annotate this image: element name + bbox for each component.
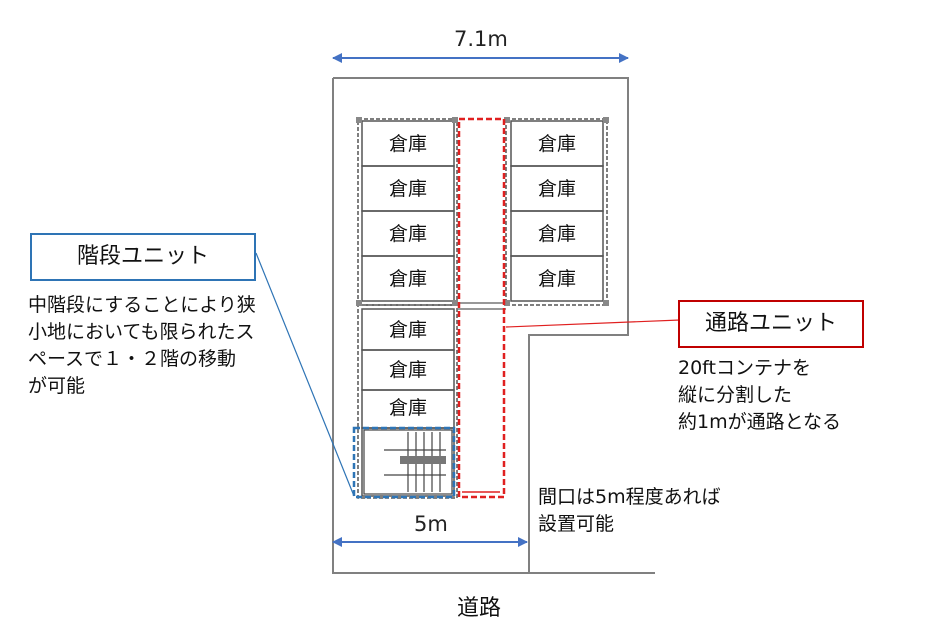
warehouse-cell: 倉庫 — [537, 133, 576, 155]
right-container — [505, 118, 608, 306]
frontage-dimension-label: 5m — [414, 512, 448, 536]
site-boundary — [332, 77, 655, 574]
stair-note-line: ペースで１・２階の移動 — [28, 348, 237, 370]
warehouse-cell: 倉庫 — [388, 178, 427, 200]
frontage-note-line: 間口は5m程度あれば — [538, 486, 721, 508]
warehouse-cell: 倉庫 — [537, 223, 576, 245]
warehouse-cell: 倉庫 — [388, 223, 427, 245]
left-upper-container — [357, 118, 458, 306]
left-lower-container — [357, 304, 458, 499]
width-dimension-label: 7.1m — [454, 27, 508, 51]
passage-unit-note: 20ftコンテナを 縦に分割した 約1mが通路となる — [678, 355, 908, 436]
joint-marks — [356, 117, 609, 306]
stair-unit-note: 中階段にすることにより狭 小地においても限られたス ペースで１・２階の移動 が可… — [28, 292, 288, 400]
warehouse-cell: 倉庫 — [388, 319, 427, 341]
warehouse-cell: 倉庫 — [537, 268, 576, 290]
stair-callout-leader — [255, 252, 355, 497]
frontage-note-line: 設置可能 — [538, 513, 615, 535]
road-label: 道路 — [457, 596, 502, 621]
corridor-bridge — [457, 302, 506, 310]
stair-note-line: 中階段にすることにより狭 — [28, 294, 256, 316]
stair-note-line: が可能 — [28, 375, 86, 397]
passage-callout-leader — [505, 319, 681, 328]
warehouse-cell: 倉庫 — [388, 133, 427, 155]
warehouse-cell: 倉庫 — [388, 397, 427, 419]
stair-landing — [400, 456, 446, 464]
warehouse-cell: 倉庫 — [537, 178, 576, 200]
passage-unit-callout: 通路ユニット — [678, 300, 864, 348]
warehouse-cell: 倉庫 — [388, 359, 427, 381]
passage-unit-highlight — [457, 117, 506, 499]
passage-note-line: 20ftコンテナを — [678, 357, 811, 379]
passage-note-line: 縦に分割した — [678, 384, 793, 406]
frontage-note: 間口は5m程度あれば 設置可能 — [538, 484, 788, 538]
stair-drawing — [363, 429, 453, 495]
stair-unit-callout: 階段ユニット — [30, 233, 256, 281]
stair-unit-highlight — [352, 426, 456, 499]
warehouse-cell: 倉庫 — [388, 268, 427, 290]
passage-note-line: 約1mが通路となる — [678, 411, 842, 433]
stair-note-line: 小地においても限られたス — [28, 321, 255, 343]
